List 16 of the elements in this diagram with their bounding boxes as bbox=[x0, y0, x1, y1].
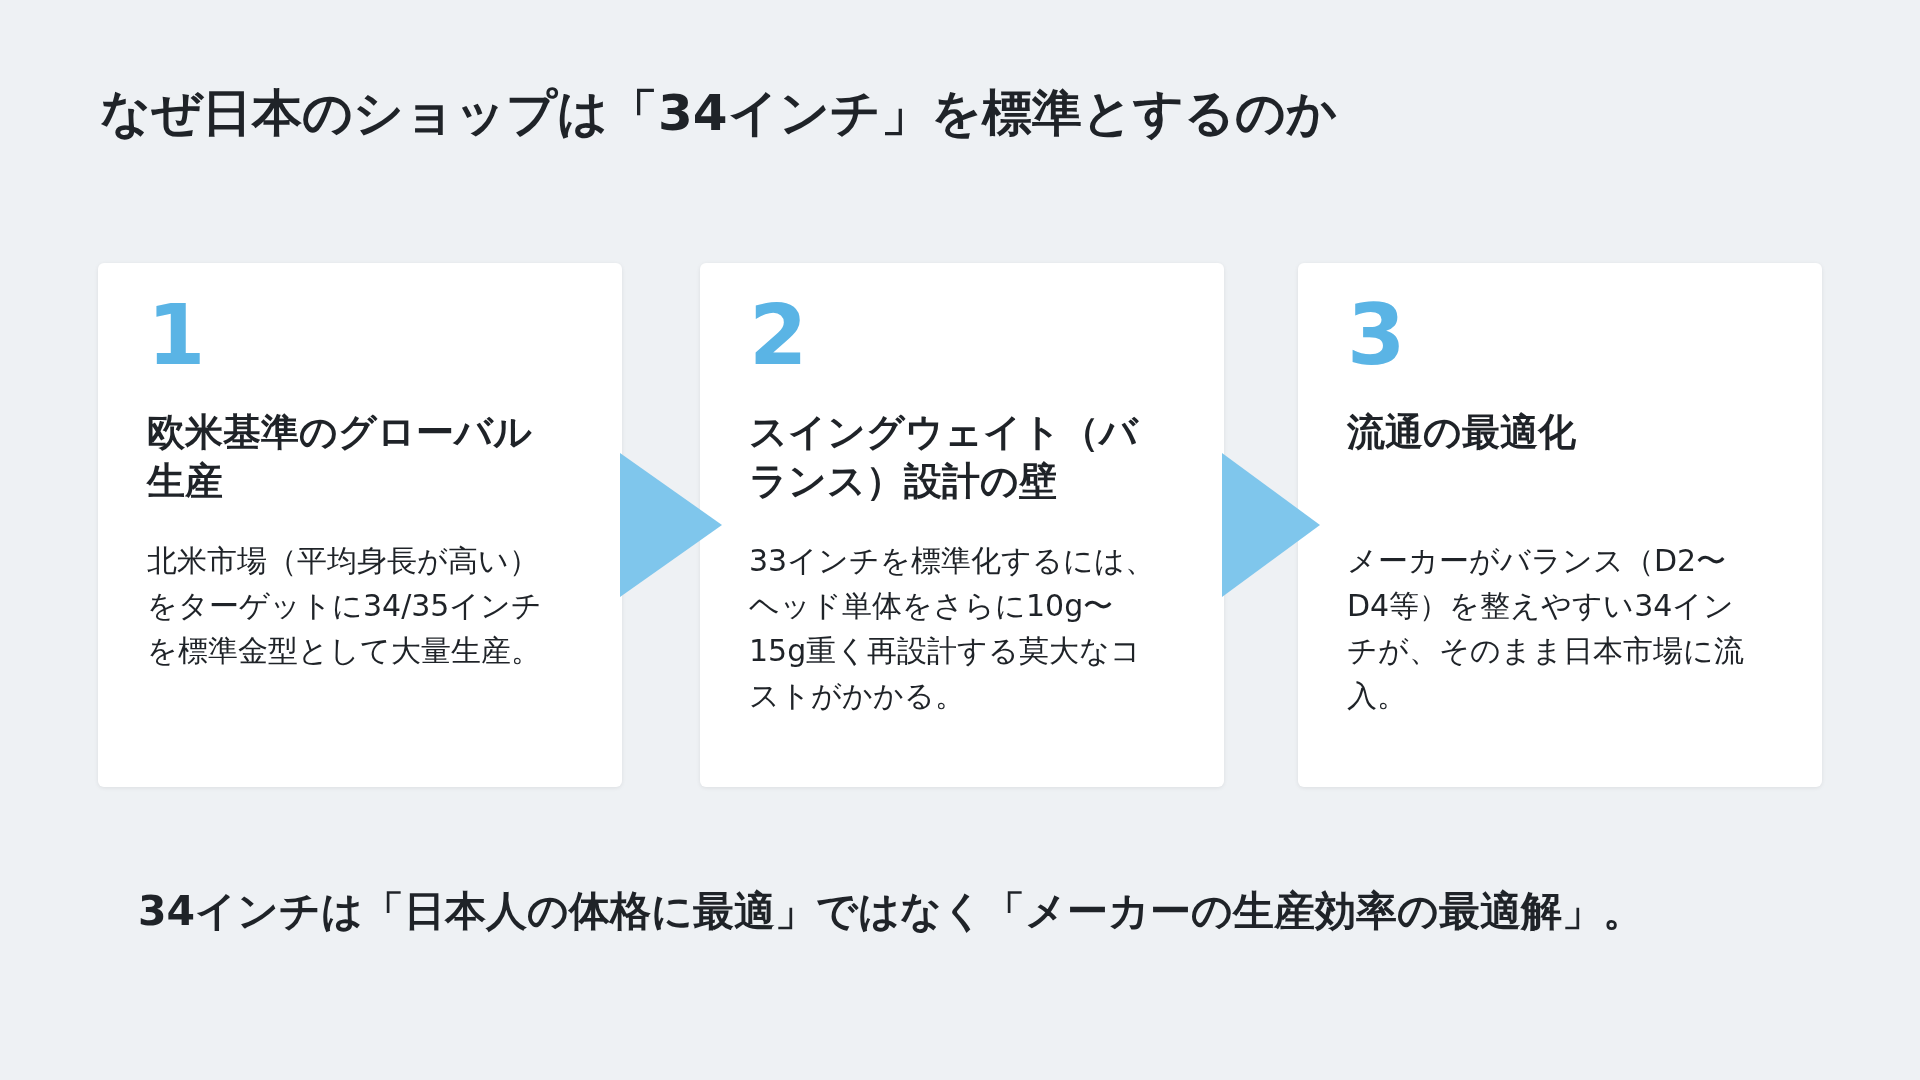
step-card bbox=[98, 263, 622, 787]
step-number: 3 bbox=[1347, 293, 1406, 377]
step-heading: 欧米基準のグローバル生産 bbox=[147, 409, 533, 506]
step-number: 2 bbox=[749, 293, 808, 377]
step-description: 33インチを標準化するには、ヘッド単体をさらに10g〜15g重く再設計する莫大なコストがかかる。 bbox=[749, 542, 1157, 715]
title: なぜ日本のショップは「34インチ」を標準とするのか bbox=[100, 83, 1337, 144]
step-card bbox=[1298, 263, 1822, 787]
arrow bbox=[620, 453, 722, 597]
step-card bbox=[700, 263, 1224, 787]
step-description: 北米市場（平均身長が高い）をターゲットに34/35インチを標準金型として大量生産。 bbox=[147, 542, 544, 670]
step-heading: 流通の最適化 bbox=[1347, 409, 1577, 456]
arrow bbox=[1222, 453, 1320, 597]
step-heading: スイングウェイト（バランス）設計の壁 bbox=[749, 409, 1140, 506]
conclusion-text: 34インチは「日本人の体格に最適」ではなく「メーカーの生産効率の最適解」。 bbox=[138, 886, 1645, 937]
step-number: 1 bbox=[147, 293, 206, 377]
step-description: メーカーがバランス（D2〜D4等）を整えやすい34インチが、そのまま日本市場に流入。 bbox=[1347, 542, 1745, 715]
